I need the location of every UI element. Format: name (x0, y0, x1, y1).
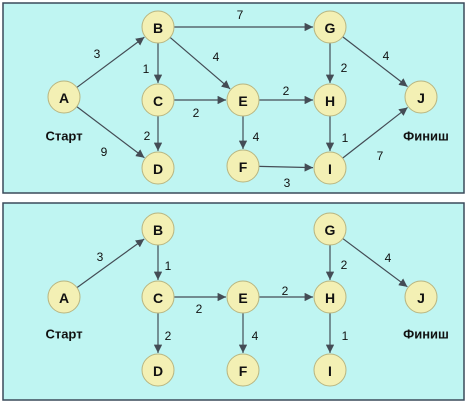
edge-weight-a-d: 9 (101, 145, 108, 159)
node-label: F (239, 363, 248, 379)
edge-g-j (342, 238, 408, 288)
edge-a-b (76, 238, 145, 289)
edge-weight-g-j: 4 (383, 49, 390, 63)
node-h: H (313, 83, 347, 117)
edge-weight-h-i: 1 (342, 131, 349, 145)
edge-weight-g-j: 4 (385, 251, 392, 265)
node-label: I (328, 161, 332, 177)
node-label: C (153, 290, 163, 306)
node-circle (47, 280, 81, 314)
node-d: D (141, 151, 175, 185)
node-label: D (153, 363, 163, 379)
edge-a-d (76, 106, 145, 159)
node-circle (226, 149, 260, 183)
node-circle (141, 353, 175, 387)
edge-weight-c-e: 2 (193, 106, 200, 120)
node-h: H (313, 280, 347, 314)
edge-f-i (258, 163, 314, 172)
edge-weight-e-h: 2 (283, 84, 290, 98)
node-circle (141, 83, 175, 117)
node-f: F (226, 149, 260, 183)
node-c: C (141, 83, 175, 117)
node-g: G (313, 10, 347, 44)
edge-weight-e-h: 2 (282, 284, 289, 298)
node-label: A (59, 90, 69, 106)
node-label: H (325, 290, 335, 306)
node-a: A (47, 80, 81, 114)
node-label: C (153, 93, 163, 109)
edge-weight-b-g: 7 (237, 8, 244, 22)
edge-weight-c-d: 2 (165, 329, 172, 343)
edge-weight-b-c: 1 (165, 259, 172, 273)
node-label: G (325, 20, 336, 36)
edge-i-j (342, 106, 408, 159)
node-label: H (325, 93, 335, 109)
node-circle (141, 151, 175, 185)
edge-weight-b-e: 4 (213, 50, 220, 64)
edge-a-b (76, 36, 145, 88)
node-circle (313, 83, 347, 117)
start-label: Старт (45, 327, 82, 342)
node-i: I (313, 151, 347, 185)
node-i: I (313, 353, 347, 387)
node-label: B (153, 222, 163, 238)
node-circle (313, 353, 347, 387)
node-label: F (239, 159, 248, 175)
node-circle (141, 10, 175, 44)
node-label: G (325, 222, 336, 238)
edge-b-e (169, 36, 231, 90)
edge-weight-i-j: 7 (377, 149, 384, 163)
node-g: G (313, 212, 347, 246)
node-label: D (153, 161, 163, 177)
node-f: F (226, 353, 260, 387)
node-circle (226, 353, 260, 387)
node-circle (141, 212, 175, 246)
edge-weight-b-c: 1 (143, 62, 150, 76)
node-e: E (226, 280, 260, 314)
node-label: J (417, 90, 425, 106)
edge-weight-c-d: 2 (144, 129, 151, 143)
node-label: I (328, 363, 332, 379)
finish-label: Финиш (403, 327, 449, 342)
edge-weight-h-i: 1 (342, 329, 349, 343)
node-d: D (141, 353, 175, 387)
node-a: A (47, 280, 81, 314)
node-e: E (226, 83, 260, 117)
node-label: J (417, 290, 425, 306)
node-b: B (141, 212, 175, 246)
edge-weight-g-h: 2 (341, 61, 348, 75)
node-circle (226, 83, 260, 117)
node-circle (313, 280, 347, 314)
node-circle (313, 10, 347, 44)
edge-weight-f-i: 3 (284, 176, 291, 190)
node-label: E (238, 93, 247, 109)
node-circle (313, 151, 347, 185)
node-circle (141, 280, 175, 314)
node-c: C (141, 280, 175, 314)
node-j: J (404, 280, 438, 314)
node-j: J (404, 80, 438, 114)
node-circle (47, 80, 81, 114)
node-circle (226, 280, 260, 314)
start-label: Старт (45, 129, 82, 144)
edge-weight-g-h: 2 (341, 258, 348, 272)
edge-weight-a-b: 3 (94, 47, 101, 61)
node-circle (404, 280, 438, 314)
node-circle (313, 212, 347, 246)
finish-label: Финиш (403, 129, 449, 144)
edge-g-j (342, 36, 408, 88)
node-circle (404, 80, 438, 114)
node-b: B (141, 10, 175, 44)
edge-weight-c-e: 2 (196, 302, 203, 316)
edge-weight-e-f: 4 (252, 329, 259, 343)
node-label: E (238, 290, 247, 306)
node-label: B (153, 20, 163, 36)
node-label: A (59, 290, 69, 306)
edge-weight-a-b: 3 (97, 250, 104, 264)
edge-weight-e-f: 4 (253, 130, 260, 144)
